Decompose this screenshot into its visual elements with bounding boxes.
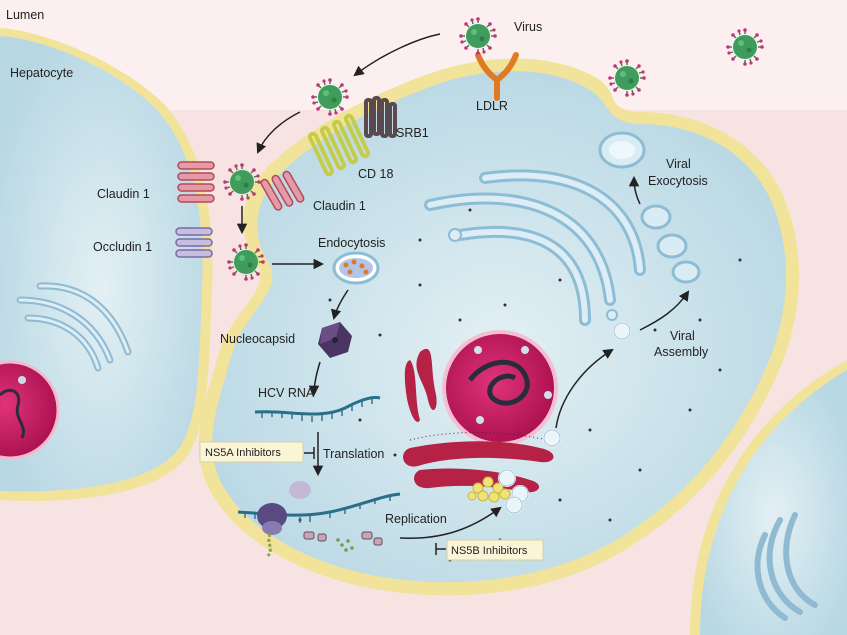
ns5b-inhibitor-box: NS5B Inhibitors <box>446 539 544 561</box>
virus-particle <box>222 162 262 202</box>
claudin1-left <box>177 161 215 203</box>
occludin1 <box>175 227 213 258</box>
arrow-to-assembly <box>555 348 614 429</box>
virus-particle <box>607 58 647 98</box>
ldlr-receptor <box>475 52 519 101</box>
membrane-receptors <box>175 52 519 258</box>
left-nucleus <box>0 360 60 460</box>
left-hepatocyte: Hepatocyte <box>0 28 213 501</box>
arrow-to-exocytosis <box>628 175 641 205</box>
right-hepatocyte <box>690 360 847 635</box>
hcv-rna-label: HCV RNA <box>258 386 315 400</box>
virus-particle <box>310 77 350 117</box>
arrow-srb1-to-claudin <box>256 111 301 154</box>
arrow-endocytosis-to-nucleocapsid <box>330 289 349 321</box>
golgi-apparatus <box>424 169 646 326</box>
claudin1-right-label: Claudin 1 <box>313 199 366 213</box>
replication-label: Replication <box>385 512 447 526</box>
ns5a-inhibitor-box: NS5A Inhibitors <box>199 441 304 463</box>
occludin1-label: Occludin 1 <box>93 240 152 254</box>
viral-exocytosis-label-line2: Exocytosis <box>648 174 708 188</box>
virus-particle <box>226 242 266 282</box>
hcv-rna <box>254 396 381 422</box>
lumen-label: Lumen <box>6 8 44 22</box>
virus-label: Virus <box>514 20 542 34</box>
cd18-label: CD 18 <box>358 167 393 181</box>
arrow-nucleocapsid-to-rna <box>308 361 321 397</box>
translation-label: Translation <box>323 447 384 461</box>
viral-exocytosis-label-line1: Viral <box>666 157 691 171</box>
endocytosis-label: Endocytosis <box>318 236 385 250</box>
claudin1-left-label: Claudin 1 <box>97 187 150 201</box>
virus-particle <box>458 16 498 56</box>
claudin1-right <box>260 170 305 211</box>
virus-particle <box>725 27 765 67</box>
ldlr-label: LDLR <box>476 99 508 113</box>
srb1-receptor <box>364 96 397 138</box>
inhibitor-markers <box>304 447 446 555</box>
main-hepatocyte <box>198 58 800 596</box>
arrow-replication <box>399 506 502 539</box>
process-arrows <box>236 33 690 539</box>
srb1-label: SRB1 <box>396 126 429 140</box>
cd18-receptor <box>307 113 371 177</box>
hepatocyte-label: Hepatocyte <box>10 66 73 80</box>
viral-assembly-label-line1: Viral <box>670 329 695 343</box>
endocytic-vesicle <box>332 251 380 285</box>
ns5b-inhibitors-label: NS5B Inhibitors <box>451 545 528 557</box>
arrow-assembly-to-exocytosis <box>639 290 690 331</box>
nucleus <box>442 330 558 446</box>
nucleocapsid <box>318 322 352 358</box>
viral-assembly-label-line2: Assembly <box>654 345 709 359</box>
nucleocapsid-label: Nucleocapsid <box>220 332 295 346</box>
arrow-virus-to-srb1 <box>353 33 441 77</box>
ns5a-inhibitors-label: NS5A Inhibitors <box>205 447 281 459</box>
exocytosis-vesicles <box>598 131 701 284</box>
ribosome-translation <box>237 481 401 557</box>
